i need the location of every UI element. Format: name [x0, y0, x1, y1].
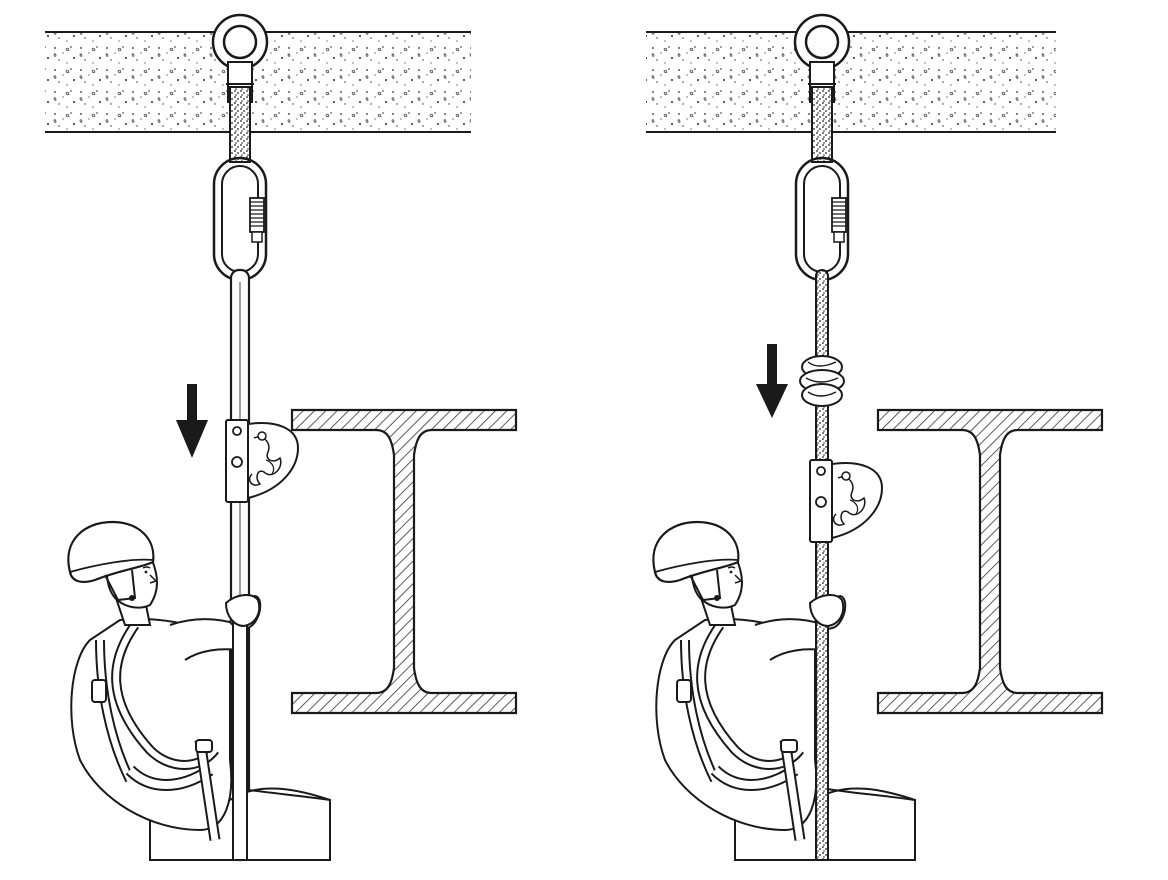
arrow-down-left-icon [176, 384, 208, 458]
right-panel [646, 13, 1104, 860]
arrow-down-right-icon [756, 344, 788, 418]
rope-grab-right [809, 459, 883, 543]
worker-right [653, 522, 915, 860]
rope-grab-left [225, 419, 299, 503]
left-panel [45, 13, 518, 860]
i-beam-right [876, 408, 1104, 715]
i-beam-left [290, 408, 518, 715]
ceiling-slab-right [646, 31, 1056, 133]
carabiner-left [212, 156, 268, 282]
stopper-knot [799, 355, 845, 407]
carabiner-right [794, 156, 850, 282]
worker-left [68, 522, 330, 860]
